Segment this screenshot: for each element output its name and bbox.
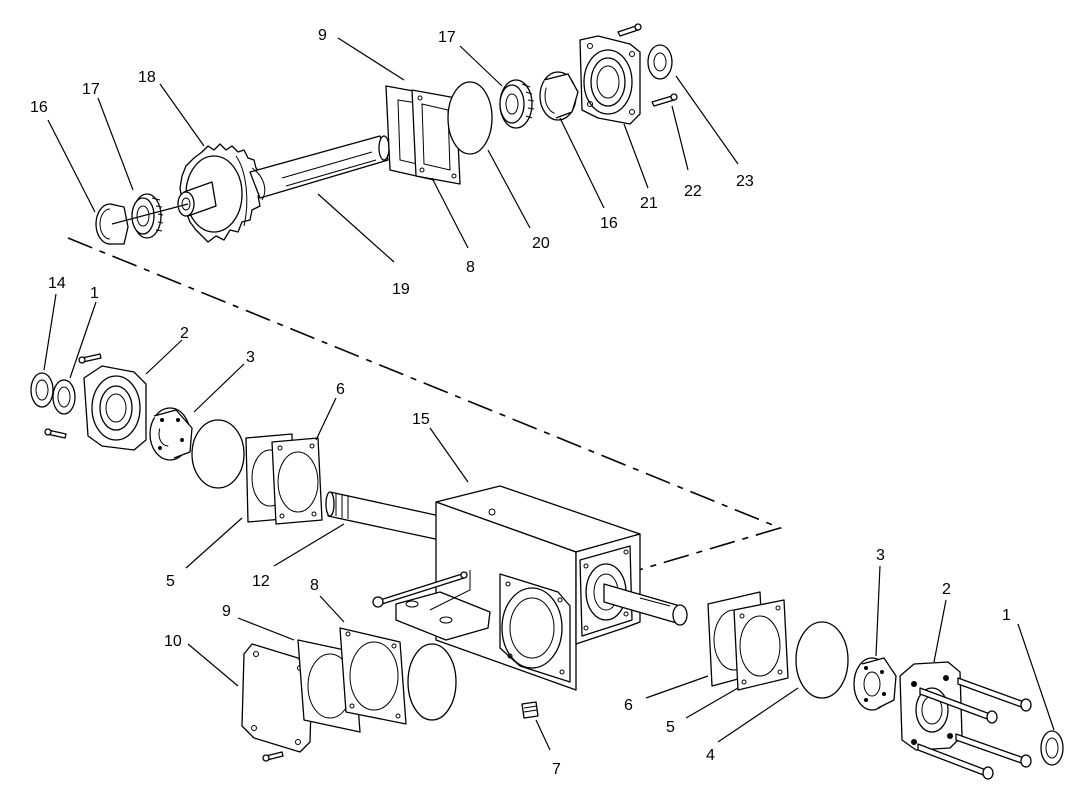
part-16-bearing-cup-right — [539, 71, 579, 121]
leader-lines — [43, 37, 1055, 751]
callout-9-lower: 9 — [222, 603, 231, 620]
part-12-worm-shaft — [325, 491, 441, 541]
callout-10: 10 — [164, 633, 182, 650]
callout-16-left: 16 — [30, 99, 48, 116]
callout-17-left: 17 — [82, 81, 100, 98]
disc-lower — [407, 643, 457, 721]
callout-9-upper: 9 — [318, 27, 327, 44]
callout-2-right: 2 — [942, 581, 951, 598]
callout-1-left: 1 — [90, 285, 99, 302]
shaft-hub — [111, 181, 217, 225]
breather-screw — [372, 571, 468, 608]
part-14-seal-left — [30, 372, 54, 408]
part-1-seal-right — [1040, 730, 1064, 766]
callout-14: 14 — [48, 275, 66, 292]
callout-15: 15 — [412, 411, 430, 428]
part-3-roller-bearing-right — [853, 657, 897, 711]
part-4-disc-right — [795, 621, 849, 699]
part-6-gasket-left — [271, 437, 323, 525]
part-17-roller-bearing-right — [499, 79, 535, 129]
callout-5-left: 5 — [166, 573, 175, 590]
part-1-washer-left — [52, 379, 76, 415]
callout-21: 21 — [640, 195, 658, 212]
callout-1-right: 1 — [1002, 607, 1011, 624]
callout-23: 23 — [736, 173, 754, 190]
callout-16-right: 16 — [600, 215, 618, 232]
part-8-shim-lower — [339, 627, 407, 725]
part-10-cover-plate — [241, 643, 313, 762]
part-5-shim-right — [733, 599, 789, 691]
callout-4: 4 — [706, 747, 715, 764]
part-20-disc-upper — [447, 81, 493, 155]
part-22-cap-screws — [617, 23, 678, 107]
part-16-bearing-cup-left — [95, 203, 129, 245]
callout-17-right: 17 — [438, 29, 456, 46]
callout-labels: 16 17 18 19 9 17 8 20 16 21 22 23 14 1 2… — [30, 27, 1011, 778]
part-17-roller-bearing-left — [131, 193, 164, 239]
callout-3-left: 3 — [246, 349, 255, 366]
part-21-bearing-housing-upper — [579, 35, 641, 125]
callout-6-right: 6 — [624, 697, 633, 714]
callout-6-left: 6 — [336, 381, 345, 398]
part-15-gear-housing — [395, 485, 688, 691]
part-7-drain-plug — [521, 701, 539, 719]
callout-5-right: 5 — [666, 719, 675, 736]
axis-centerline — [67, 237, 783, 573]
callout-19: 19 — [392, 281, 410, 298]
part-3-roller-bearing-left — [149, 407, 193, 461]
part-19-splined-shaft — [249, 135, 390, 201]
part-2-bearing-housing-left — [44, 353, 147, 451]
callout-22: 22 — [684, 183, 702, 200]
callout-8-lower: 8 — [310, 577, 319, 594]
callout-3-right: 3 — [876, 547, 885, 564]
callout-7: 7 — [552, 761, 561, 778]
callout-8-upper: 8 — [466, 259, 475, 276]
callout-18: 18 — [138, 69, 156, 86]
callout-2-left: 2 — [180, 325, 189, 342]
part-4-disc-left — [191, 419, 245, 489]
callout-20: 20 — [532, 235, 550, 252]
cap-screws-right — [917, 677, 1032, 780]
callout-12: 12 — [252, 573, 270, 590]
part-23-oil-seal-upper — [647, 44, 673, 80]
